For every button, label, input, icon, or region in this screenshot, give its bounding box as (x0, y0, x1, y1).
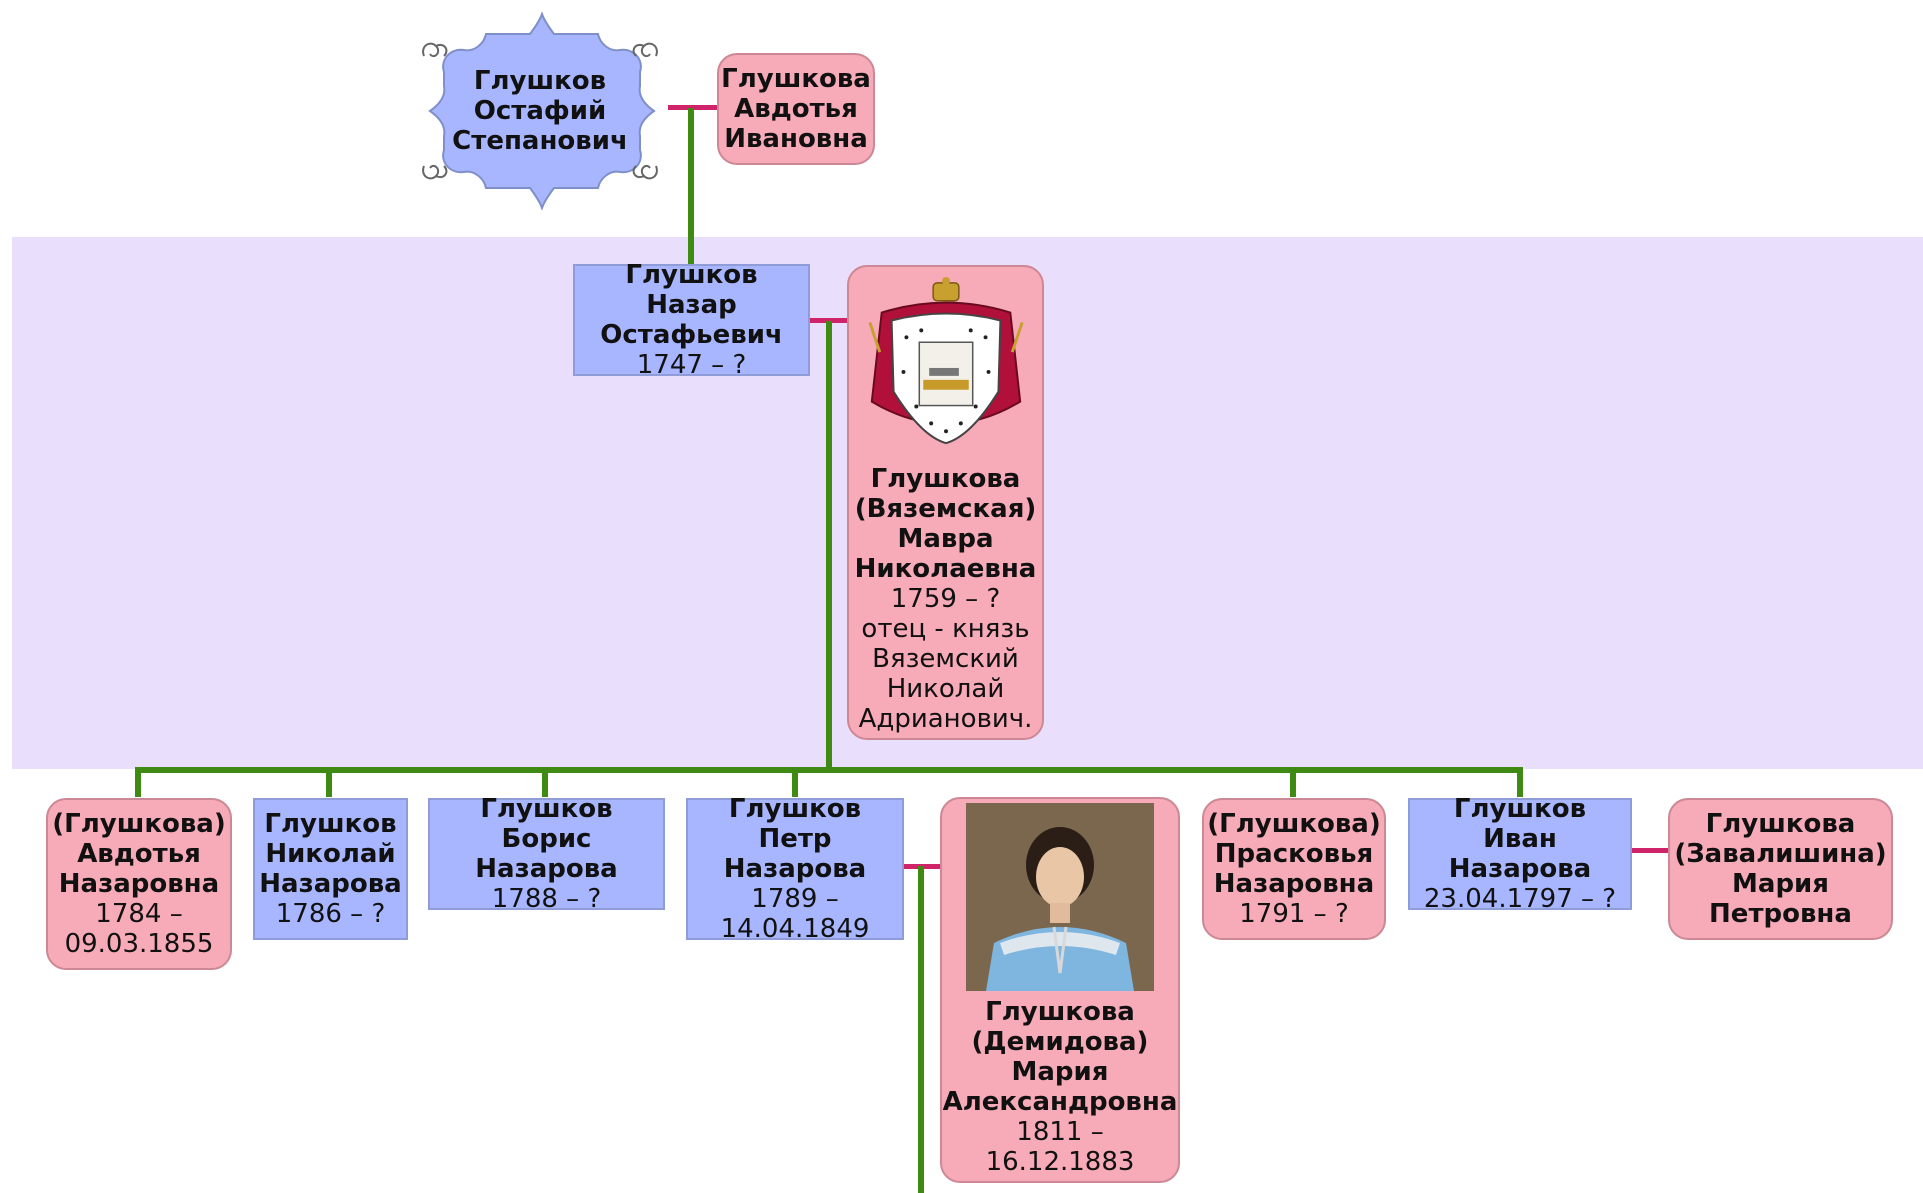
person-petr[interactable]: Глушков Петр Назарова 1789 – 14.04.1849 (686, 794, 904, 944)
person-dates: 1786 – ? (275, 899, 386, 929)
person-name: Глушков Остафий Степанович (452, 66, 628, 156)
coat-of-arms-icon (867, 276, 1024, 445)
person-nazar[interactable]: Глушков Назар Остафьевич 1747 – ? (573, 260, 810, 380)
person-praskovya[interactable]: (Глушкова) Прасковья Назаровна 1791 – ? (1202, 798, 1386, 940)
person-dates: 1811 – 16.12.1883 (985, 1117, 1135, 1177)
child-drop-line (792, 767, 798, 797)
spouse-connector (810, 318, 848, 323)
child-drop-line (135, 767, 141, 797)
person-dates: 23.04.1797 – ? (1423, 884, 1617, 914)
person-name: Глушков Назар Остафьевич (600, 260, 783, 350)
person-dates: 1784 – 09.03.1855 (64, 899, 214, 959)
children-bus-line (135, 767, 1522, 773)
person-name: Глушков Николай Назарова (259, 809, 402, 899)
person-name: Глушкова (Демидова) Мария Александровна (942, 997, 1178, 1117)
person-avdotya-nazarovna[interactable]: (Глушкова) Авдотья Назаровна 1784 – 09.0… (46, 798, 232, 970)
child-connector (688, 108, 694, 266)
ornate-frame (422, 12, 658, 210)
person-name: Глушков Борис Назарова (475, 794, 618, 884)
person-name: (Глушкова) Прасковья Назаровна (1207, 809, 1381, 899)
spouse-connector (668, 105, 718, 110)
person-mariya-demidova[interactable]: Глушкова (Демидова) Мария Александровна … (940, 797, 1180, 1183)
person-name: Глушков Петр Назарова (723, 794, 867, 884)
spouse-connector (1630, 848, 1670, 853)
child-drop-line (1517, 767, 1523, 797)
person-name: Глушкова Авдотья Ивановна (721, 64, 871, 154)
person-name: (Глушкова) Авдотья Назаровна (52, 809, 226, 899)
person-name: Глушкова (Завалишина) Мария Петровна (1674, 809, 1887, 929)
person-dates: 1747 – ? (636, 350, 747, 380)
child-connector (918, 866, 924, 1193)
person-mavra[interactable]: Глушкова (Вяземская) Мавра Николаевна 17… (847, 265, 1044, 740)
person-mariya-zavalishina[interactable]: Глушкова (Завалишина) Мария Петровна (1668, 798, 1893, 940)
woman-portrait-icon (966, 803, 1154, 991)
person-dates: 1791 – ? (1239, 899, 1349, 929)
person-name: Глушкова (Вяземская) Мавра Николаевна (854, 464, 1037, 584)
person-ostafiy[interactable]: Глушков Остафий Степанович (410, 12, 670, 210)
child-drop-line (326, 767, 332, 797)
person-avdotya-ivanovna[interactable]: Глушкова Авдотья Ивановна (717, 53, 875, 165)
person-name: Глушков Иван Назарова (1448, 794, 1592, 884)
child-drop-line (1290, 767, 1296, 797)
person-dates: 1759 – ? (890, 584, 1001, 614)
child-connector (826, 321, 832, 771)
person-nikolay[interactable]: Глушков Николай Назарова 1786 – ? (253, 798, 408, 940)
person-ivan[interactable]: Глушков Иван Назарова 23.04.1797 – ? (1408, 794, 1632, 914)
person-boris[interactable]: Глушков Борис Назарова 1788 – ? (428, 794, 665, 914)
person-dates: 1788 – ? (491, 884, 602, 914)
person-dates: 1789 – 14.04.1849 (720, 884, 870, 944)
child-drop-line (542, 767, 548, 797)
person-note: отец - князь Вяземский Николай Адрианови… (858, 614, 1033, 734)
